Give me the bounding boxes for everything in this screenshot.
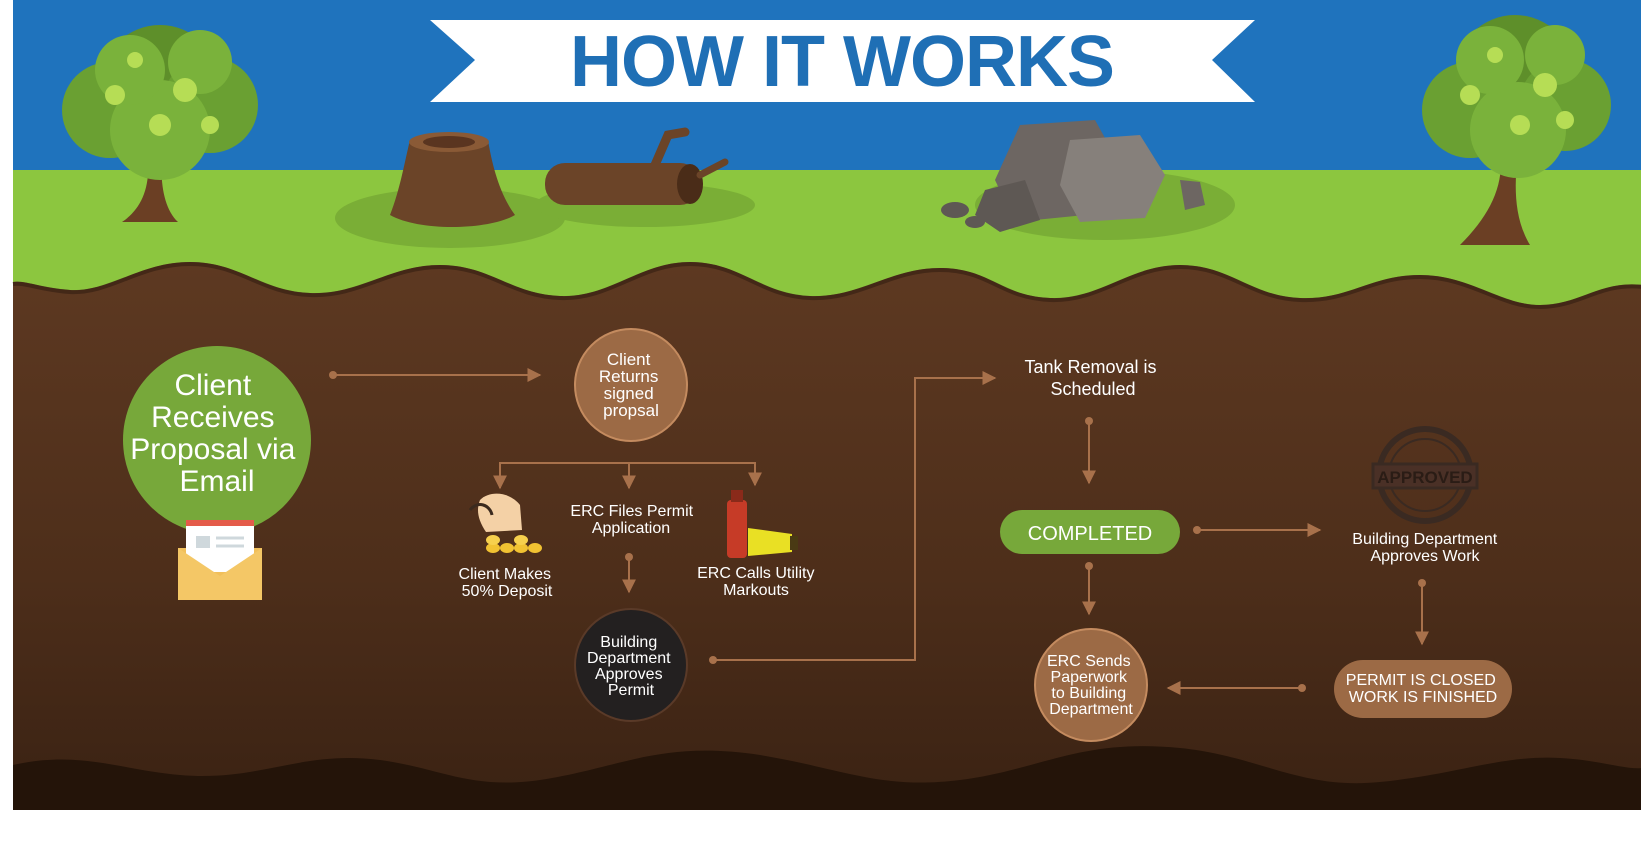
page-title: HOW IT WORKS xyxy=(570,22,1114,102)
step-line: ERC Sends xyxy=(1047,653,1131,670)
step-dept-approves-work: Building Department Approves Work xyxy=(1352,531,1501,565)
bottom-hills xyxy=(13,746,1641,810)
step-approves-permit: Building Department Approves Permit xyxy=(574,608,688,722)
svg-text:ERC Sends Paperwork: ERC Sends Paperwork to Building Departme… xyxy=(1047,653,1135,718)
step-line: Client Makes xyxy=(459,566,551,583)
title-banner: HOW IT WORKS xyxy=(430,20,1255,102)
step-line: to Building xyxy=(1051,685,1126,702)
step-line: Scheduled xyxy=(1050,379,1135,399)
step-line: Building Department xyxy=(1352,531,1498,548)
step-line: Paperwork xyxy=(1051,669,1128,686)
step-line: Building xyxy=(600,634,657,651)
completed-label: COMPLETED xyxy=(1028,523,1152,545)
svg-text:Building Department: Building Department Approves Permit xyxy=(587,634,675,699)
step-line: signed xyxy=(604,384,654,403)
stamp-label: APPROVED xyxy=(1377,468,1472,487)
step-line: Returns xyxy=(599,367,659,386)
step-deposit: Client Makes 50% Deposit xyxy=(459,566,556,600)
step-line: Approves xyxy=(595,666,663,683)
step-receives-proposal: Client Receives Proposal via Email xyxy=(123,346,311,534)
svg-text:Client Returns sig: Client Returns signed propsal xyxy=(599,350,663,420)
svg-text:PERMIT IS CLOSED WORK IS: PERMIT IS CLOSED WORK IS FINISHED xyxy=(1346,672,1500,706)
step-files-permit: ERC Files Permit Application xyxy=(570,503,697,537)
step-line: propsal xyxy=(603,401,659,420)
step-returns-proposal: Client Returns signed propsal xyxy=(574,328,688,442)
grass-shadow xyxy=(12,261,1641,310)
step-line: ERC Calls Utility xyxy=(697,565,814,582)
stump-icon xyxy=(335,132,565,248)
step-sends-paperwork: ERC Sends Paperwork to Building Departme… xyxy=(1034,628,1148,742)
step-line: Department xyxy=(1049,701,1133,718)
step-line: Proposal via xyxy=(130,433,295,466)
svg-text:Client Receives Pr: Client Receives Proposal via Email xyxy=(130,369,303,498)
bottom-ground xyxy=(13,795,1641,810)
step-utility-markouts: ERC Calls Utility Markouts xyxy=(697,565,819,599)
envelope-icon xyxy=(178,520,262,600)
step-line: PERMIT IS CLOSED xyxy=(1346,672,1496,689)
step-line: Department xyxy=(587,650,671,667)
step-line: Client xyxy=(607,350,651,369)
approved-stamp-icon: APPROVED xyxy=(1371,426,1479,524)
step-line: Permit xyxy=(608,682,655,699)
step-line: Email xyxy=(179,465,254,498)
step-line: Approves Work xyxy=(1370,548,1480,565)
spray-can-icon xyxy=(727,490,798,558)
step-line: Client xyxy=(174,369,251,402)
step-line: Application xyxy=(592,520,670,537)
step-completed: COMPLETED xyxy=(1000,510,1180,554)
step-tank-removal: Tank Removal is Scheduled xyxy=(1024,357,1161,399)
step-line: Receives xyxy=(151,401,274,434)
step-line: Tank Removal is xyxy=(1024,357,1156,377)
tree-icon xyxy=(62,25,258,222)
step-line: Markouts xyxy=(723,582,789,599)
flow-connectors xyxy=(329,368,1429,695)
rocks-icon xyxy=(941,120,1235,240)
step-line: ERC Files Permit xyxy=(570,503,693,520)
log-icon xyxy=(535,127,755,227)
step-line: 50% Deposit xyxy=(462,583,553,600)
step-line: WORK IS FINISHED xyxy=(1349,689,1497,706)
coins-hand-icon xyxy=(468,493,542,553)
step-permit-closed: PERMIT IS CLOSED WORK IS FINISHED xyxy=(1334,660,1512,718)
tree-icon xyxy=(1422,15,1611,245)
